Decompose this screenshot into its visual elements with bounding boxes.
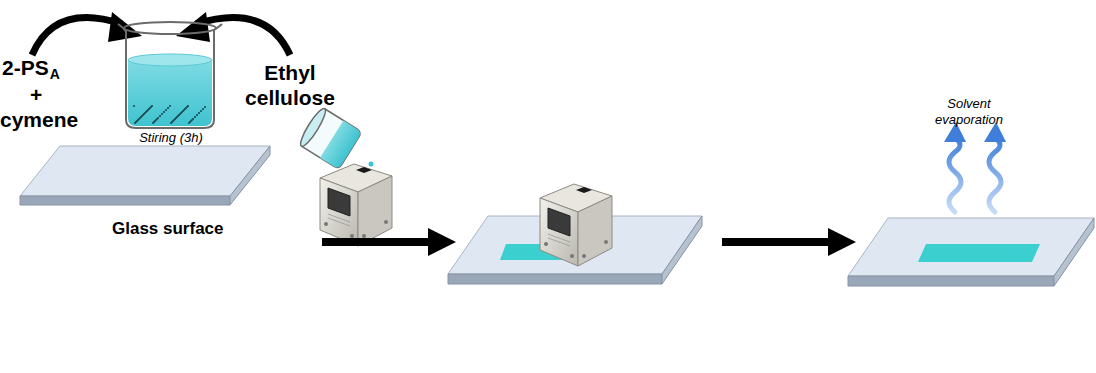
glass-plate — [20, 146, 270, 205]
label-text: Glass surface — [112, 219, 224, 239]
particle — [136, 120, 138, 122]
particle — [186, 106, 188, 108]
particle — [157, 117, 159, 119]
particle — [150, 106, 152, 108]
arrow-head — [828, 228, 856, 256]
particle — [142, 114, 144, 116]
particle — [153, 121, 155, 123]
particle — [139, 117, 141, 119]
particle — [194, 116, 196, 118]
label-text: 2-PS — [2, 55, 49, 80]
curved-arrow — [196, 18, 290, 55]
particle — [169, 105, 171, 107]
particle — [147, 109, 149, 111]
process-arrow — [722, 238, 832, 246]
particle — [144, 112, 146, 114]
drop — [369, 162, 374, 167]
particle — [179, 113, 181, 115]
glass-plate — [848, 218, 1094, 286]
particle — [165, 109, 167, 111]
particle — [141, 115, 143, 117]
caption-italic: Stiring (3h) — [116, 130, 226, 146]
particle — [187, 105, 189, 107]
particle — [171, 121, 173, 123]
particle — [135, 121, 137, 123]
applicator-cube — [320, 164, 392, 246]
label-text: + — [30, 82, 42, 107]
caption-italic: Solvent evaporation — [914, 96, 1024, 127]
particle — [185, 107, 187, 109]
particle — [155, 119, 157, 121]
particle — [188, 122, 190, 124]
arrow-head — [428, 228, 456, 256]
particle — [177, 115, 179, 117]
particle — [161, 113, 163, 115]
particle — [200, 110, 202, 112]
particle — [163, 111, 165, 113]
particle — [145, 111, 147, 113]
particle — [148, 108, 150, 110]
particle — [182, 110, 184, 112]
curved-arrow — [32, 18, 122, 55]
particle — [204, 106, 206, 108]
particle — [138, 118, 140, 120]
particle — [184, 108, 186, 110]
beaker — [118, 22, 222, 128]
particle — [202, 108, 204, 110]
particle — [176, 116, 178, 118]
particle — [140, 116, 142, 118]
subscript: A — [50, 66, 60, 83]
particle — [196, 114, 198, 116]
particle — [149, 107, 151, 109]
particle — [180, 112, 182, 114]
particle — [198, 112, 200, 114]
evaporation-arrows — [944, 122, 1006, 212]
applicator-cube — [540, 184, 612, 266]
particle — [192, 118, 194, 120]
particle — [178, 114, 180, 116]
particle — [156, 118, 158, 120]
particle — [170, 122, 172, 124]
pouring-beaker — [297, 106, 362, 169]
particle — [134, 122, 136, 124]
particle — [151, 105, 153, 107]
particle — [167, 107, 169, 109]
process-arrow — [322, 238, 432, 246]
label-text: Ethyl cellulose — [238, 60, 342, 110]
particle — [175, 117, 177, 119]
particle — [191, 119, 193, 121]
film — [918, 244, 1040, 262]
particle — [159, 115, 161, 117]
particle — [137, 119, 139, 121]
particle — [183, 109, 185, 111]
particle — [189, 121, 191, 123]
label-text: cymene — [0, 107, 78, 132]
particle — [152, 122, 154, 124]
particle — [133, 105, 135, 107]
particle — [181, 111, 183, 113]
particle — [172, 120, 174, 122]
particle — [173, 119, 175, 121]
particle — [190, 120, 192, 122]
particle — [154, 120, 156, 122]
particle — [146, 110, 148, 112]
particle — [174, 118, 176, 120]
arrow-head — [176, 12, 210, 42]
particle — [143, 113, 145, 115]
